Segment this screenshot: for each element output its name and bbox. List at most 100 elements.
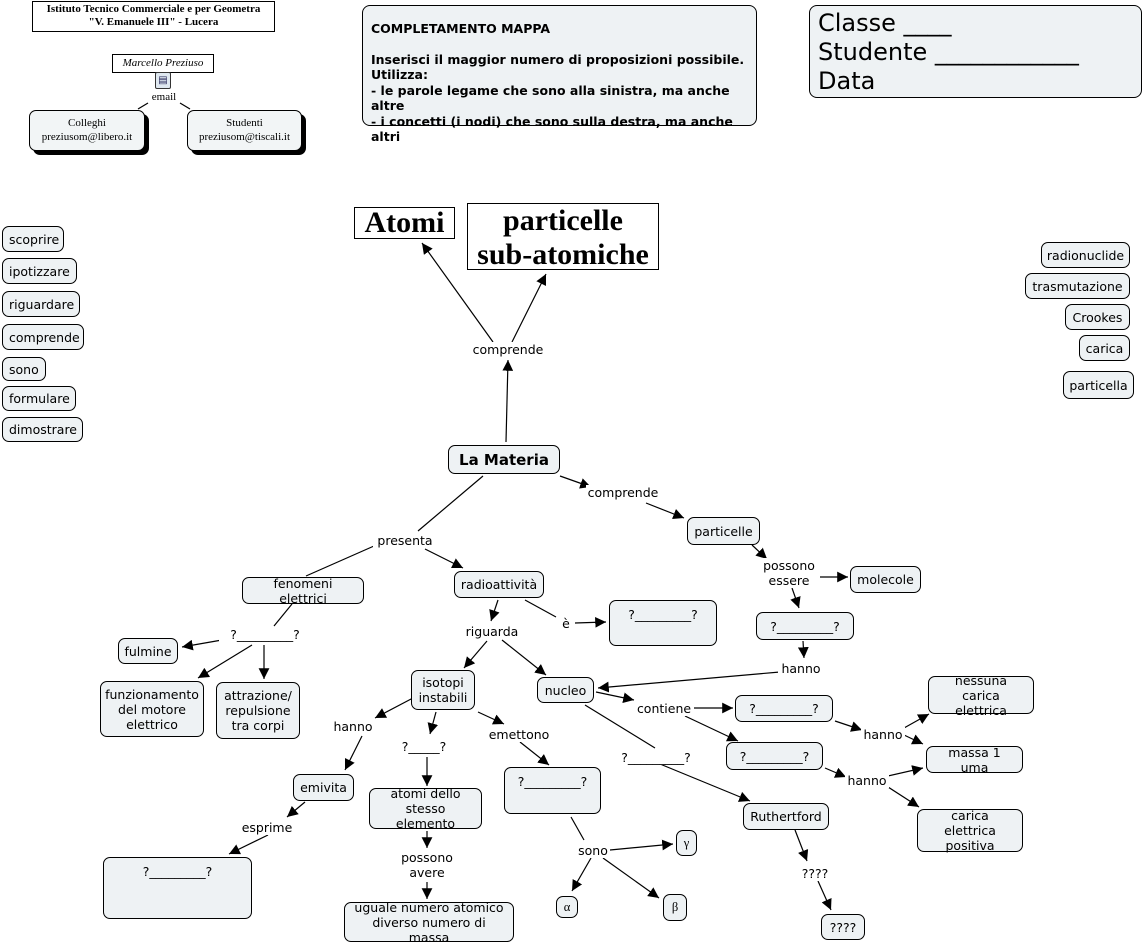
connector-line bbox=[903, 734, 924, 745]
link-hanno-right-2: hanno bbox=[845, 773, 889, 788]
document-icon[interactable]: ▤ bbox=[155, 72, 171, 89]
particelle-subatomiche-node[interactable]: particelle sub-atomiche bbox=[467, 203, 659, 271]
link-nucleo-blank: ?_________? bbox=[611, 750, 701, 765]
linking-word-riguardare[interactable]: riguardare bbox=[2, 291, 80, 317]
connector-line bbox=[137, 102, 149, 110]
connector-line bbox=[597, 671, 781, 693]
link-e: è bbox=[559, 616, 573, 631]
link-comprende-top: comprende bbox=[472, 342, 544, 357]
carica-positiva-node[interactable]: carica elettrica positiva bbox=[917, 808, 1023, 853]
emivita-blank-node[interactable]: ?_________? bbox=[103, 857, 252, 919]
alpha-node[interactable]: α bbox=[556, 896, 578, 918]
uguale-numero-node[interactable]: uguale numero atomico diverso numero di … bbox=[344, 900, 514, 945]
connector-line bbox=[519, 741, 550, 766]
la-materia-node[interactable]: La Materia bbox=[448, 445, 560, 474]
linking-word-sono[interactable]: sono bbox=[2, 357, 46, 381]
isotopi-instabili-node[interactable]: isotopi instabili bbox=[411, 670, 475, 710]
link-hanno-right-1: hanno bbox=[861, 727, 905, 742]
link-fenomeni-blank: ?_________? bbox=[219, 627, 311, 642]
connector-line bbox=[502, 359, 514, 443]
emivita-node[interactable]: emivita bbox=[293, 774, 354, 801]
nucleo-node[interactable]: nucleo bbox=[537, 677, 594, 703]
fenomeni-elettrici-node[interactable]: fenomeni elettrici bbox=[242, 576, 364, 606]
connector-line bbox=[887, 786, 920, 808]
connector-line bbox=[571, 857, 592, 892]
connector-line bbox=[817, 880, 832, 911]
concept-trasmutazione[interactable]: trasmutazione bbox=[1025, 273, 1130, 299]
funzionamento-motore-node[interactable]: funzionamento del motore elettrico bbox=[100, 681, 204, 737]
connector-line bbox=[344, 735, 363, 771]
link-rutherford-unknown: ???? bbox=[797, 866, 833, 881]
connector-line bbox=[286, 801, 306, 818]
connector-line bbox=[609, 839, 674, 851]
concept-crookes[interactable]: Crookes bbox=[1065, 304, 1130, 330]
connector-line bbox=[424, 548, 464, 569]
atomi-stesso-elemento-node[interactable]: atomi dello stesso elemento bbox=[369, 786, 482, 831]
connector-line bbox=[797, 640, 809, 659]
nessuna-carica-node[interactable]: nessuna carica elettrica bbox=[928, 673, 1034, 718]
linking-word-scoprire[interactable]: scoprire bbox=[2, 226, 64, 252]
connector-line bbox=[489, 599, 500, 622]
connector-line bbox=[645, 502, 685, 520]
atomi-node[interactable]: Atomi bbox=[354, 207, 455, 239]
connector-line bbox=[887, 765, 924, 777]
radioattivita-node[interactable]: radioattività bbox=[454, 571, 544, 598]
instructions-body: Inserisci il maggior numero di proposizi… bbox=[371, 51, 745, 145]
studente-field: Studente ____________ bbox=[818, 38, 1079, 66]
link-isotopi-blank: ?_____? bbox=[394, 739, 454, 754]
link-contiene: contiene bbox=[634, 701, 694, 716]
school-box: Istituto Tecnico Commerciale e per Geome… bbox=[32, 1, 275, 32]
data-field: Data bbox=[818, 67, 876, 95]
connector-line bbox=[751, 544, 768, 560]
attrazione-repulsione-node[interactable]: attrazione/ repulsione tra corpi bbox=[216, 682, 300, 739]
author-box: Marcello Preziuso bbox=[112, 54, 214, 73]
contiene-blank-2-node[interactable]: ?_________? bbox=[726, 742, 823, 770]
concept-radionuclide[interactable]: radionuclide bbox=[1041, 242, 1130, 268]
radioattivita-blank-node[interactable]: ?_________? bbox=[609, 600, 717, 646]
connector-line bbox=[305, 545, 375, 577]
connector-line bbox=[228, 834, 269, 855]
gamma-node[interactable]: γ bbox=[676, 830, 697, 856]
connector-line bbox=[179, 102, 191, 110]
connector-line bbox=[463, 640, 488, 669]
beta-node[interactable]: β bbox=[663, 894, 687, 921]
link-possono-avere: possono avere bbox=[396, 850, 458, 880]
student-info-box: Classe ____ Studente ____________ Data bbox=[809, 5, 1142, 98]
connector-line bbox=[559, 475, 592, 489]
link-presenta: presenta bbox=[373, 533, 437, 548]
molecole-node[interactable]: molecole bbox=[850, 566, 921, 593]
linking-word-comprende[interactable]: comprende bbox=[2, 324, 84, 350]
connector-line bbox=[684, 715, 739, 742]
link-comprende-right: comprende bbox=[586, 485, 660, 500]
connector-line bbox=[903, 713, 930, 729]
rutherford-unknown-node[interactable]: ???? bbox=[821, 914, 865, 940]
school-line-1: Istituto Tecnico Commerciale e per Geome… bbox=[46, 3, 261, 15]
linking-word-dimostrare[interactable]: dimostrare bbox=[2, 417, 83, 442]
classe-field: Classe ____ bbox=[818, 9, 952, 37]
connector-line bbox=[524, 599, 557, 618]
massa-uma-node[interactable]: massa 1 uma bbox=[926, 745, 1023, 775]
connector-line bbox=[790, 587, 801, 609]
connector-line bbox=[181, 639, 223, 651]
linking-word-ipotizzare[interactable]: ipotizzare bbox=[2, 258, 77, 284]
particelle-node[interactable]: particelle bbox=[687, 517, 760, 545]
connector-line bbox=[421, 242, 494, 343]
linking-word-formulare[interactable]: formulare bbox=[2, 386, 76, 411]
connector-line bbox=[197, 644, 253, 679]
connector-line bbox=[595, 691, 635, 704]
concept-particella[interactable]: particella bbox=[1063, 371, 1134, 399]
contact-colleghi[interactable]: Colleghi preziusom@libero.it bbox=[29, 110, 145, 151]
particelle-blank-node[interactable]: ?_________? bbox=[756, 612, 854, 640]
connector-line bbox=[574, 616, 607, 628]
connector-line bbox=[477, 711, 505, 725]
concept-carica[interactable]: carica bbox=[1079, 335, 1130, 361]
fulmine-node[interactable]: fulmine bbox=[118, 638, 178, 664]
connector-line bbox=[374, 697, 414, 719]
link-possono-essere: possono essere bbox=[758, 558, 820, 588]
contact-studenti[interactable]: Studenti preziusom@tiscali.it bbox=[187, 110, 302, 151]
emettono-blank-node[interactable]: ?_________? bbox=[504, 767, 601, 814]
link-riguarda: riguarda bbox=[462, 624, 522, 639]
contiene-blank-1-node[interactable]: ?_________? bbox=[735, 695, 833, 722]
rutherford-node[interactable]: Ruthertford bbox=[743, 803, 829, 830]
